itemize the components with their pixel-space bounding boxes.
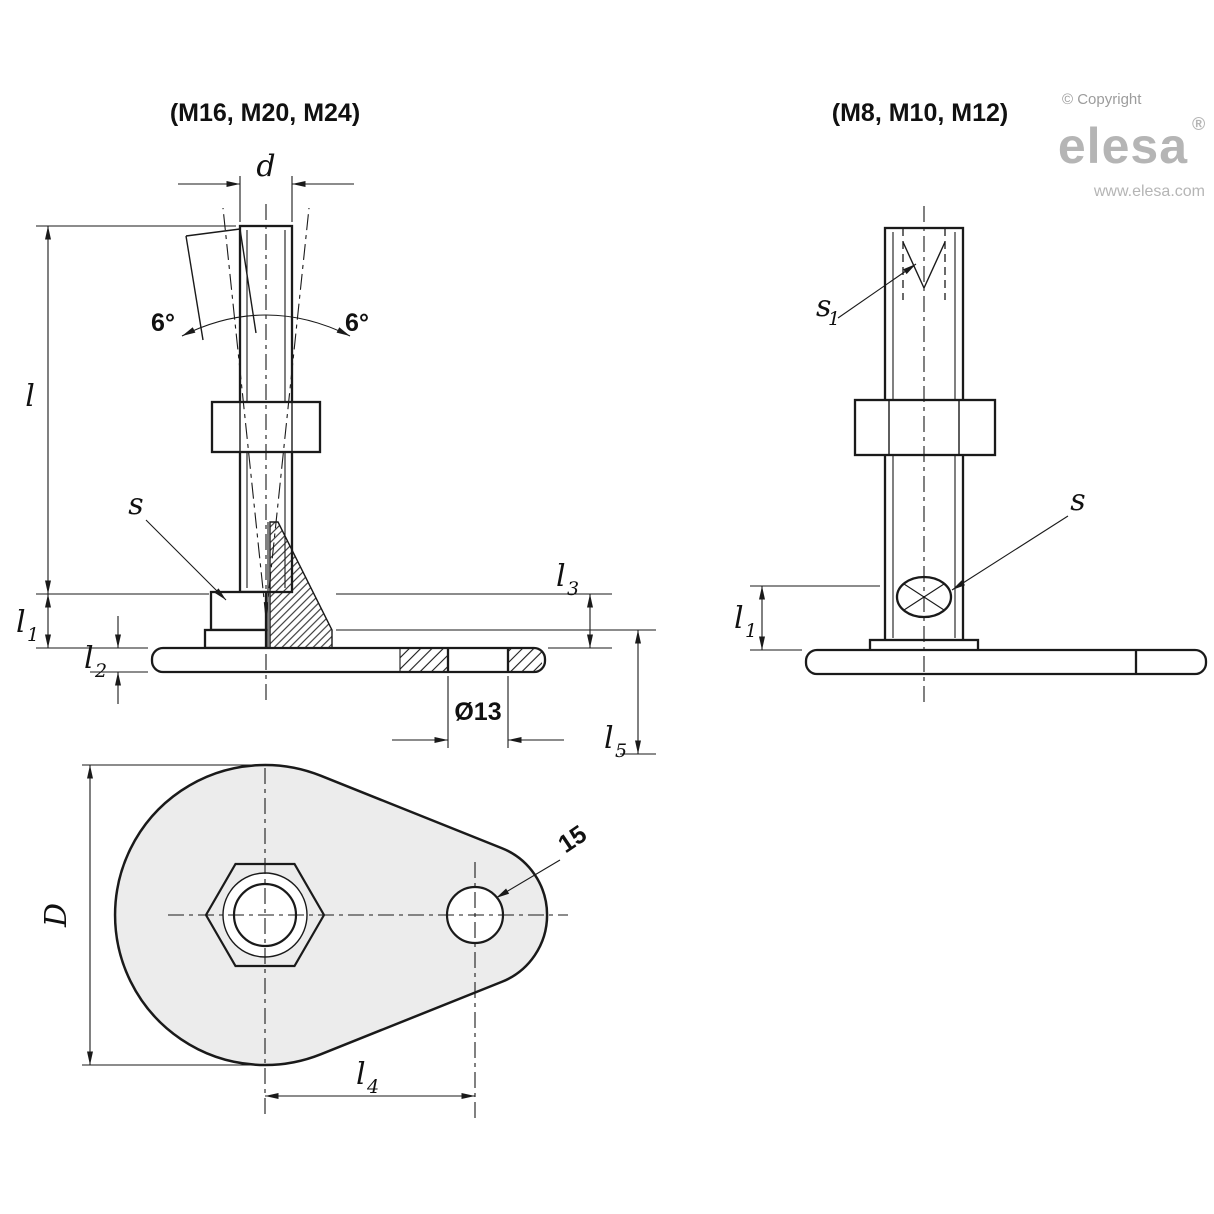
dim-label-l: l (25, 379, 35, 414)
geometry (150, 204, 547, 700)
base-plate-right (804, 648, 1208, 676)
dim-label-l2: l (84, 641, 94, 676)
dim-label-l4: l (356, 1057, 366, 1092)
dim-label-15: 15 (553, 820, 592, 859)
dim-label-l1-right-sub: 1 (745, 620, 757, 642)
labels: (M8, M10, M12) s 1 s l 1 (734, 99, 1086, 642)
left-view-title: (M16, M20, M24) (170, 99, 360, 127)
angle-label-left: 6° (151, 309, 175, 337)
dimensions (82, 764, 561, 1099)
foot-pad (203, 628, 268, 650)
website-text: www.elesa.com (1093, 183, 1205, 200)
geometry (804, 206, 1208, 704)
dim-label-l1-right: l (734, 601, 744, 636)
plate-section-hatch-right (508, 648, 542, 672)
branding: © Copyright elesa ® www.elesa.com (1058, 91, 1205, 200)
right-view-title: (M8, M10, M12) (832, 99, 1008, 127)
section-hatch (269, 521, 333, 649)
front-view-large-thread: (M16, M20, M24) d 6° 6° l s l 1 l 2 l 3 … (16, 99, 656, 762)
dim-label-l5-sub: 5 (615, 740, 627, 762)
label-s1: s (816, 289, 831, 324)
label-s: s (128, 487, 143, 522)
angle-label-right: 6° (345, 309, 369, 337)
s-leader (145, 519, 227, 601)
s-leader-right (951, 515, 1069, 591)
dim-label-d: d (256, 149, 275, 184)
swivel-arc (181, 314, 351, 337)
labels: (M16, M20, M24) d 6° 6° l s l 1 l 2 l 3 … (16, 99, 627, 762)
label-s1-sub: 1 (828, 308, 840, 330)
geometry (113, 763, 568, 1118)
dim-label-l3-sub: 3 (567, 578, 579, 600)
label-s-right: s (1070, 483, 1085, 518)
registered-mark: ® (1192, 114, 1205, 134)
copyright-text: © Copyright (1062, 91, 1142, 108)
dim-label-l1-sub: 1 (27, 624, 39, 646)
dim-label-hole-13: Ø13 (454, 698, 501, 726)
hole-leader (495, 859, 561, 899)
base-collar (209, 590, 268, 632)
bottom-view: D 15 l 4 (39, 763, 592, 1118)
dim-label-l1: l (16, 605, 26, 640)
dimensions (36, 176, 656, 755)
dim-label-l4-sub: 4 (366, 1076, 379, 1098)
dim-label-D: D (39, 903, 74, 928)
dim-label-l5: l (604, 721, 614, 756)
elesa-logo: elesa (1058, 118, 1188, 174)
base-plate (150, 646, 547, 674)
plate-section-hatch-left (400, 648, 448, 672)
dim-label-l3: l (556, 559, 566, 594)
dim-label-l2-sub: 2 (94, 660, 107, 682)
front-view-small-thread: (M8, M10, M12) s 1 s l 1 (734, 99, 1208, 704)
hex-nut-right (853, 398, 997, 457)
s1-leader (837, 263, 917, 319)
dimensions (750, 263, 1069, 651)
